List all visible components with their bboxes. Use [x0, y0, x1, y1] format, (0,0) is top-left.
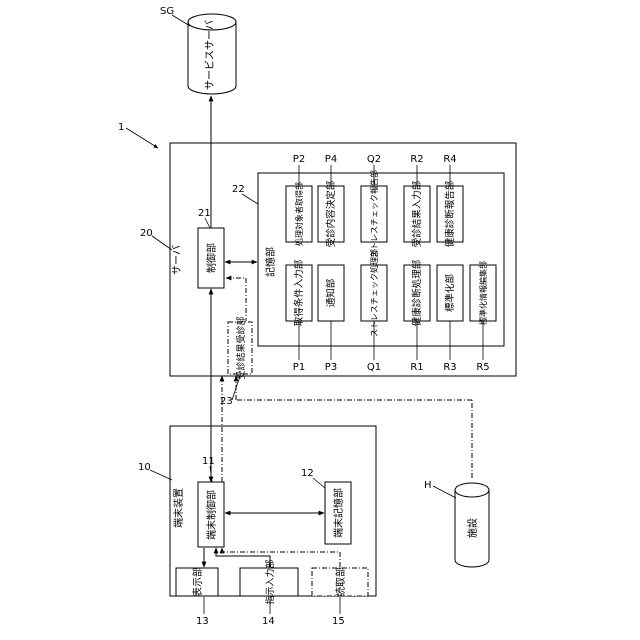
module-label-p1: 取得条件入力部	[293, 260, 305, 327]
module-label-r1: 健康診断処理部	[411, 260, 423, 327]
reception-label: 受診結果受診部	[235, 316, 247, 379]
module-ref-q1: Q1	[367, 362, 381, 373]
service-server-leader	[172, 15, 190, 26]
terminal-ref: 10	[138, 462, 151, 473]
display-ref: 13	[196, 616, 209, 627]
storage-label: 記憶部	[264, 247, 277, 277]
input-ref: 14	[262, 616, 275, 627]
storage-ref-leader	[242, 194, 258, 204]
facility-label: 施設	[466, 518, 479, 538]
module-label-r5: 標準化情報編集部	[478, 261, 488, 325]
link-input-control	[216, 548, 270, 567]
module-label-r2: 受診結果入力部	[411, 181, 423, 248]
terminal-storage-ref-leader	[313, 478, 325, 488]
module-ref-r4: R4	[443, 154, 456, 165]
facility-cylinder: 施設	[455, 483, 489, 567]
module-ref-q2: Q2	[367, 154, 381, 165]
storage-ref: 22	[232, 184, 245, 195]
link-reader-control	[222, 548, 340, 567]
server-label: サーバ	[171, 245, 183, 275]
module-ref-r1: R1	[410, 362, 423, 373]
display-label: 表示部	[191, 567, 204, 597]
module-ref-p4: P4	[325, 154, 337, 165]
facility-ref: H	[424, 480, 432, 491]
module-ref-r3: R3	[443, 362, 456, 373]
module-ref-r2: R2	[410, 154, 423, 165]
terminal-control-ref: 11	[202, 456, 215, 467]
system-ref: 1	[118, 122, 124, 133]
terminal-storage-label: 端末記憶部	[332, 488, 345, 538]
service-server-cylinder: サービスサーバ	[188, 14, 236, 94]
server-ref: 20	[140, 228, 153, 239]
modules-layer: 処理対象者取得部P2受診内容決定部P4ストレスチェック報告部Q2受診結果入力部R…	[286, 154, 496, 373]
terminal-control-label: 端末制御部	[205, 490, 218, 540]
module-ref-p3: P3	[325, 362, 337, 373]
terminal-storage-ref: 12	[301, 468, 314, 479]
server-control-label: 制御部	[205, 243, 218, 273]
module-ref-r5: R5	[476, 362, 489, 373]
module-ref-p1: P1	[293, 362, 305, 373]
terminal-ref-leader	[150, 470, 172, 480]
module-label-p2: 処理対象者取得部	[294, 182, 304, 246]
module-label-p3: 通知部	[325, 279, 337, 308]
server-control-ref-leader	[205, 218, 210, 228]
service-server-label: サービスサーバ	[204, 20, 216, 90]
module-label-r3: 標準化部	[444, 274, 456, 312]
system-ref-leader	[126, 128, 158, 148]
module-ref-p2: P2	[293, 154, 305, 165]
module-label-r4: 健康診断報告部	[444, 181, 456, 248]
facility-ref-leader	[433, 486, 456, 498]
terminal-label: 端末装置	[172, 488, 185, 528]
module-label-p4: 受診内容決定部	[325, 181, 337, 248]
reader-ref: 15	[332, 616, 345, 627]
server-ref-leader	[152, 236, 172, 250]
server-control-ref: 21	[198, 208, 211, 219]
reader-label: 読取部	[334, 567, 347, 597]
